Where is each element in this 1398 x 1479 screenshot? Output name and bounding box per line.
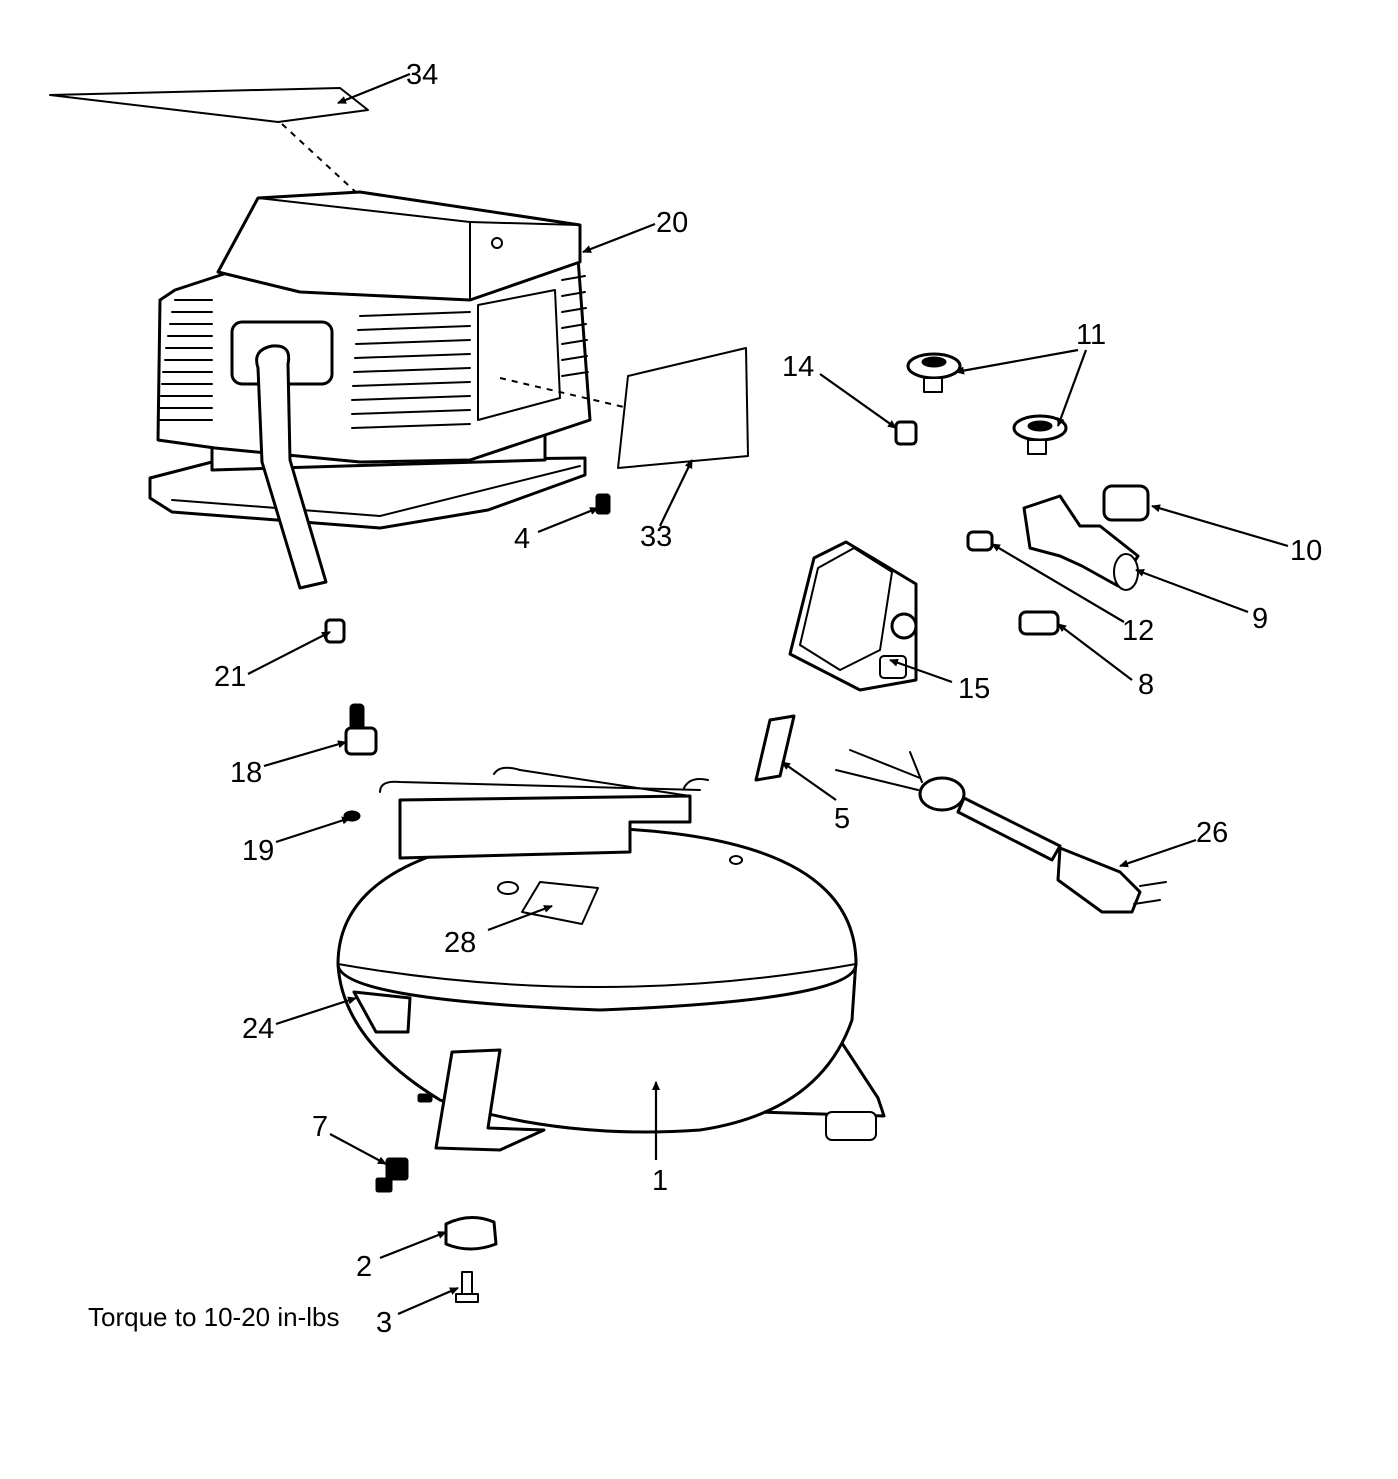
guide-line-33 xyxy=(499,377,629,409)
part-3-screw xyxy=(455,1271,479,1303)
part-8-valve xyxy=(1018,610,1060,636)
part-7-drain-valve xyxy=(375,1157,409,1193)
leader-lines xyxy=(247,72,1289,1316)
part-1-tank xyxy=(336,766,886,1152)
callout-15: 15 xyxy=(958,673,990,705)
callout-14: 14 xyxy=(782,351,814,383)
callout-7: 7 xyxy=(312,1111,328,1143)
callout-12: 12 xyxy=(1122,615,1154,647)
callout-18: 18 xyxy=(230,757,262,789)
callout-labels: 34 20 11 14 10 9 12 8 15 33 4 21 18 19 5… xyxy=(88,59,1322,1339)
part-33-decal xyxy=(617,347,749,469)
guide-line-34 xyxy=(281,123,361,197)
callout-24: 24 xyxy=(242,1013,274,1045)
part-28-decal xyxy=(521,881,599,925)
callout-26: 26 xyxy=(1196,817,1228,849)
part-12-fitting xyxy=(966,530,994,552)
callout-33: 33 xyxy=(640,521,672,553)
part-4-screw xyxy=(595,493,611,515)
part-26-power-cord xyxy=(835,749,1167,914)
callout-3: 3 xyxy=(376,1307,392,1339)
part-2-foot xyxy=(444,1216,498,1251)
torque-note: Torque to 10-20 in-lbs xyxy=(88,1302,339,1332)
callout-9: 9 xyxy=(1252,603,1268,635)
part-34-label xyxy=(49,87,369,123)
callout-34: 34 xyxy=(406,59,438,91)
callout-19: 19 xyxy=(242,835,274,867)
part-21-tube xyxy=(255,344,328,590)
callout-10: 10 xyxy=(1290,535,1322,567)
part-11-gauge xyxy=(906,352,1068,455)
part-5-component xyxy=(754,714,796,782)
part-21-fitting xyxy=(324,618,346,644)
part-9-regulator xyxy=(1022,494,1140,591)
callout-8: 8 xyxy=(1138,669,1154,701)
part-20-shroud xyxy=(148,190,592,530)
callout-5: 5 xyxy=(834,803,850,835)
callout-28: 28 xyxy=(444,927,476,959)
callout-2: 2 xyxy=(356,1251,372,1283)
callout-4: 4 xyxy=(514,523,530,555)
part-18-valve xyxy=(344,703,378,756)
callout-20: 20 xyxy=(656,207,688,239)
part-14-fitting xyxy=(894,420,918,446)
callout-21: 21 xyxy=(214,661,246,693)
callout-1: 1 xyxy=(652,1165,668,1197)
part-10-fitting xyxy=(1102,484,1150,522)
callout-11: 11 xyxy=(1076,319,1106,351)
part-15-pressure-switch xyxy=(788,540,918,692)
